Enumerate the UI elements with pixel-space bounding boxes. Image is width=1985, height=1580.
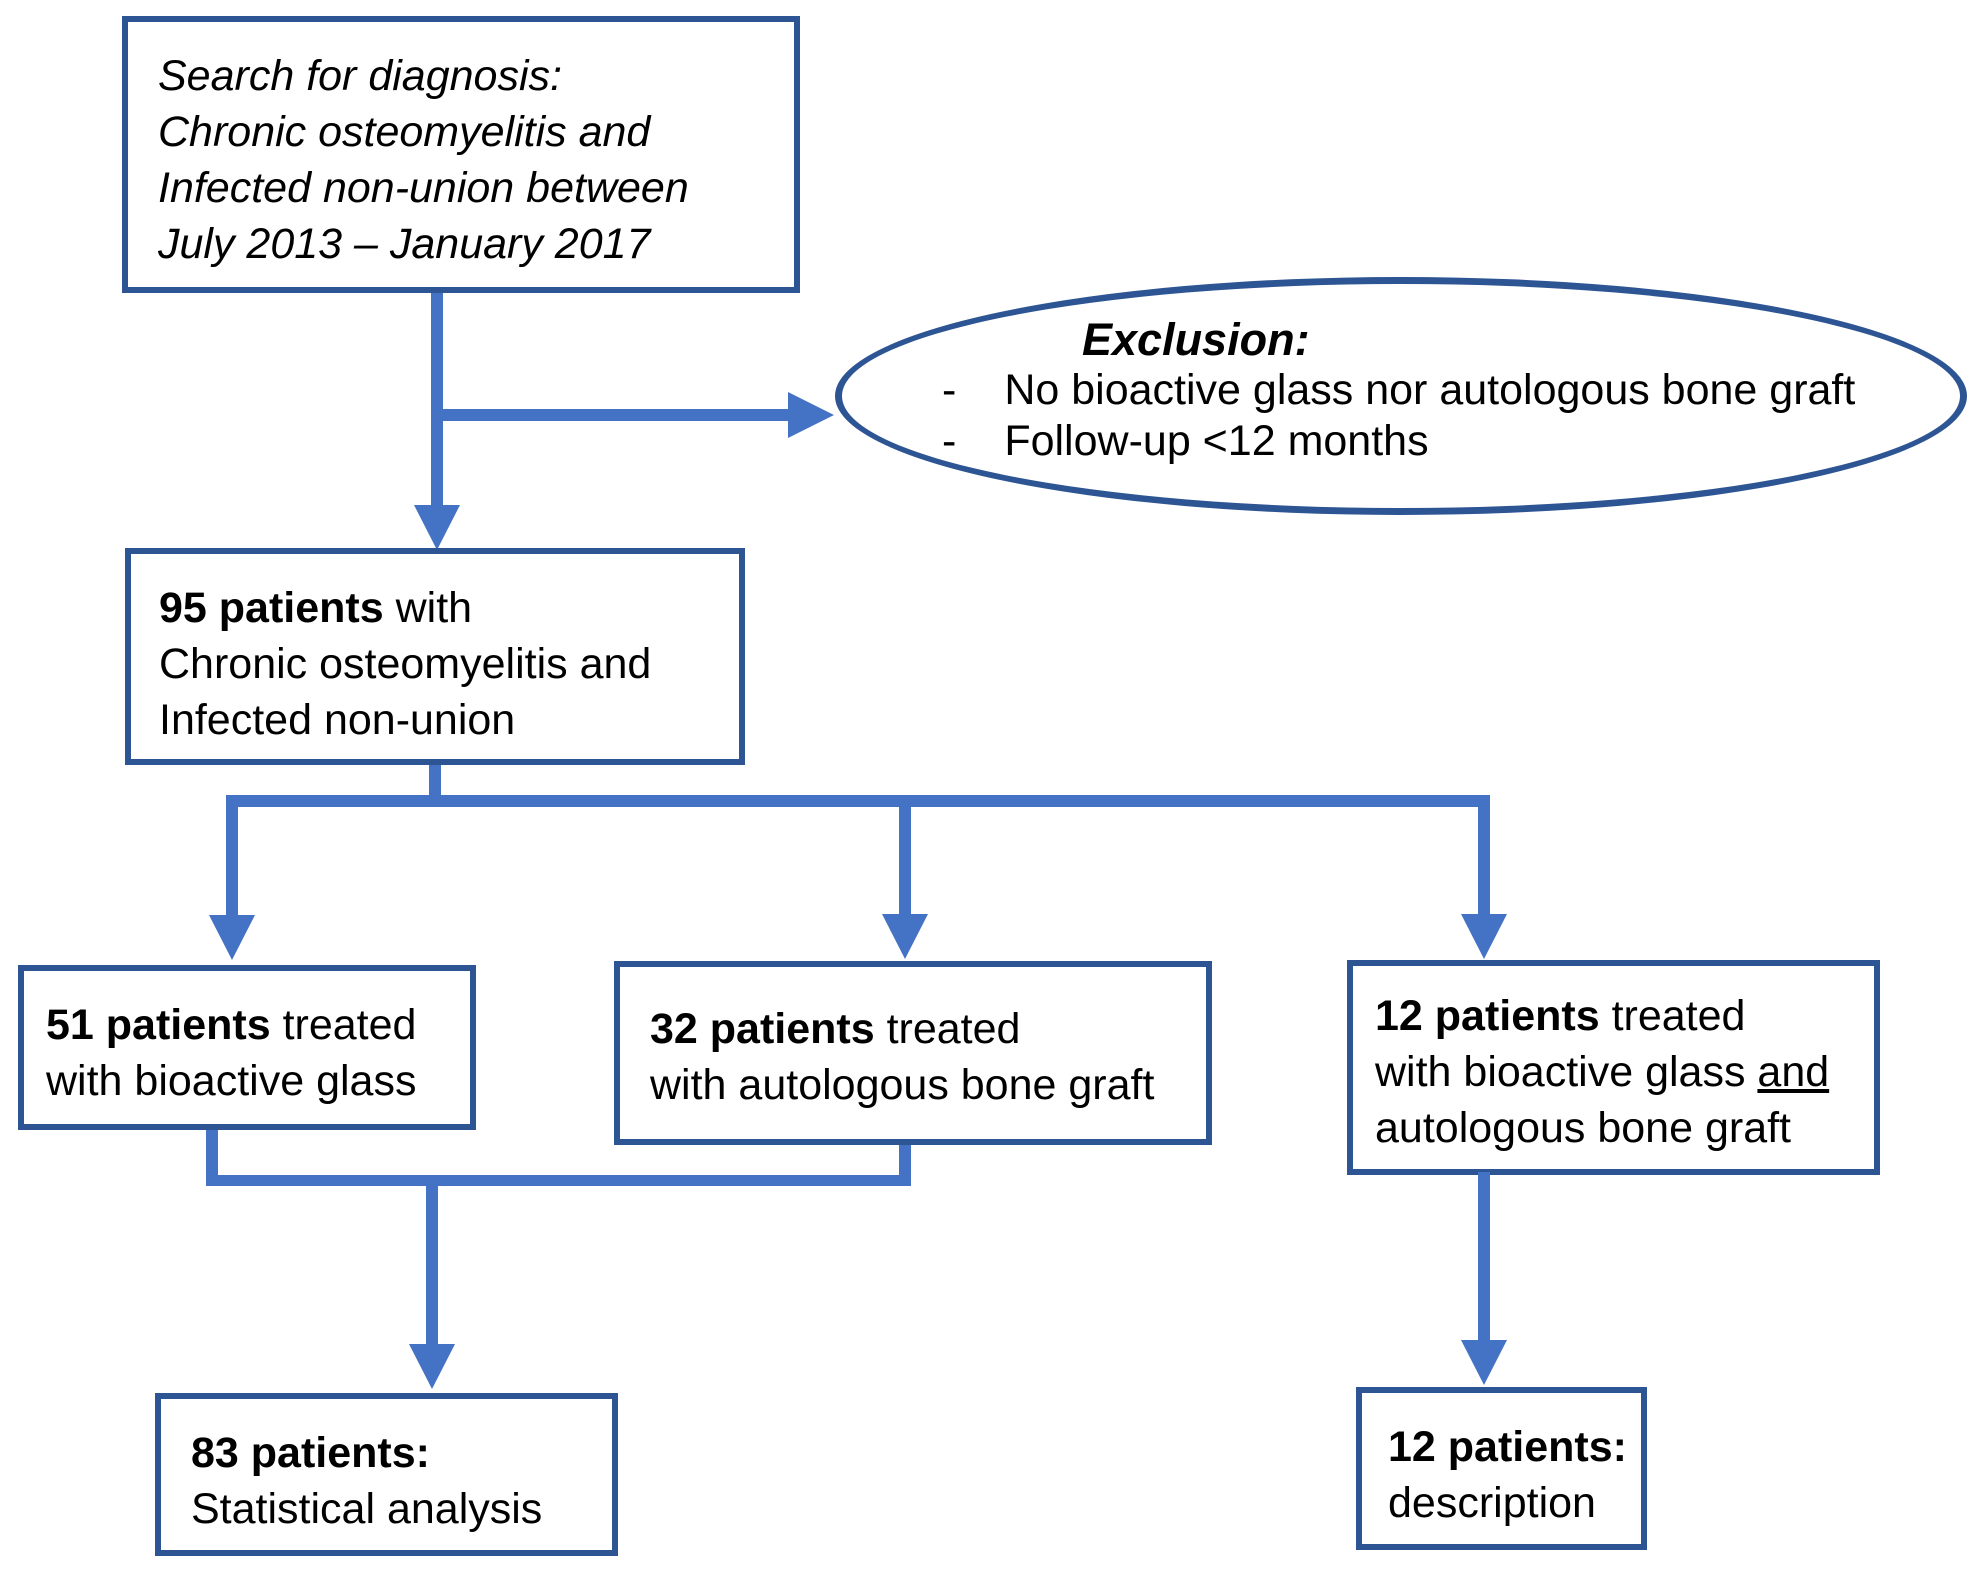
arrow-branch-to-12-head-icon: [1461, 914, 1507, 959]
arrow-12-to-description-head-icon: [1461, 1340, 1507, 1385]
patients-12-box: 12 patients treated with bioactive glass…: [1347, 960, 1880, 1175]
arrow-merge-to-83-line: [426, 1186, 438, 1346]
patients-95-box: 95 patients with Chronic osteomyelitis a…: [125, 548, 745, 765]
description-12-count: 12 patients:: [1388, 1423, 1627, 1471]
analysis-83-line-2: Statistical analysis: [191, 1485, 543, 1533]
analysis-83-box: 83 patients: Statistical analysis: [155, 1393, 618, 1556]
patients-12-and-underlined: and: [1757, 1048, 1830, 1096]
patients-51-line-2: with bioactive glass: [46, 1057, 417, 1105]
search-line-2: Chronic osteomyelitis and: [158, 108, 651, 156]
arrow-branch-to-12-line: [1478, 795, 1490, 917]
merge-line: [206, 1175, 911, 1186]
description-12-line-2: description: [1388, 1479, 1596, 1527]
patients-12-line-3: autologous bone graft: [1375, 1104, 1791, 1152]
merge-left-stub: [206, 1130, 218, 1186]
search-line-1: Search for diagnosis:: [158, 52, 562, 100]
patients-95-rest: with: [383, 584, 473, 632]
patients-95-count: 95 patients: [159, 584, 384, 632]
patients-12-count: 12 patients: [1375, 992, 1600, 1040]
arrow-branch-to-51-head-icon: [209, 915, 255, 960]
search-diagnosis-box: Search for diagnosis: Chronic osteomyeli…: [122, 16, 800, 293]
patients-95-line-3: Infected non-union: [159, 696, 516, 744]
patients-51-box: 51 patients treated with bioactive glass: [18, 965, 476, 1130]
exclusion-item-1-text: No bioactive glass nor autologous bone g…: [1004, 366, 1856, 414]
exclusion-ellipse: Exclusion: -No bioactive glass nor autol…: [835, 277, 1967, 515]
patients-32-count: 32 patients: [650, 1005, 875, 1053]
search-line-3: Infected non-union between: [158, 164, 689, 212]
arrow-12-to-description-line: [1478, 1172, 1490, 1342]
patients-95-line-2: Chronic osteomyelitis and: [159, 640, 652, 688]
patients-32-line-2: with autologous bone graft: [650, 1061, 1155, 1109]
patients-51-rest: treated: [270, 1001, 417, 1049]
bullet-dash: -: [942, 417, 957, 465]
bullet-dash: -: [942, 366, 957, 414]
description-12-box: 12 patients: description: [1356, 1387, 1647, 1550]
arrow-branch-to-32-line: [899, 807, 911, 917]
analysis-83-count: 83 patients:: [191, 1429, 430, 1477]
patients-32-box: 32 patients treated with autologous bone…: [614, 961, 1212, 1145]
arrow-merge-to-83-head-icon: [409, 1344, 455, 1389]
patients-12-rest: treated: [1599, 992, 1746, 1040]
exclusion-item-1: -No bioactive glass nor autologous bone …: [942, 364, 1855, 416]
search-line-4: July 2013 – January 2017: [158, 220, 651, 268]
patients-12-line-2: with bioactive glass: [1375, 1048, 1758, 1096]
exclusion-item-2: -Follow-up <12 months: [942, 415, 1429, 467]
exclusion-item-2-text: Follow-up <12 months: [1004, 417, 1429, 465]
arrow-branch-to-32-head-icon: [882, 914, 928, 959]
arrow-search-to-95-head-icon: [414, 505, 460, 550]
exclusion-title: Exclusion:: [1082, 314, 1310, 365]
arrow-to-exclusion-line: [437, 409, 788, 421]
branch-line: [226, 795, 1490, 807]
patients-32-rest: treated: [874, 1005, 1021, 1053]
arrow-to-exclusion-head-icon: [788, 392, 834, 438]
connector-95-stub: [429, 765, 441, 801]
arrow-search-to-95-line: [431, 293, 443, 505]
arrow-branch-to-51-line: [226, 795, 238, 917]
patients-51-count: 51 patients: [46, 1001, 271, 1049]
